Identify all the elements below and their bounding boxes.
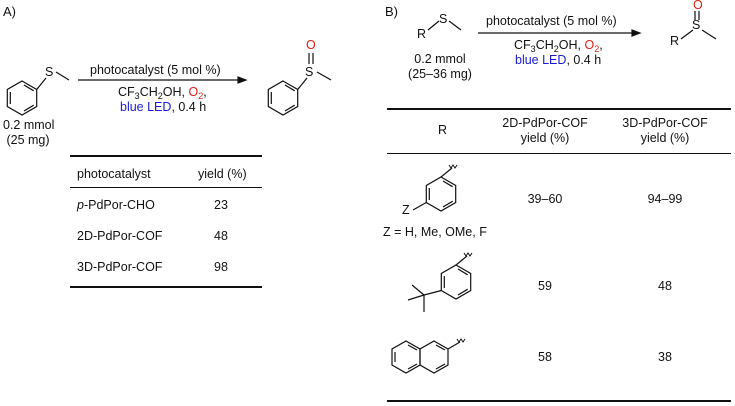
light-time-condition-a: blue LED, 0.4 h bbox=[120, 100, 207, 114]
sulfur-atom-label-a-product: S bbox=[305, 65, 314, 79]
table-b-header-3d: 3D-PdPor-COF bbox=[622, 116, 708, 130]
oxygen-atom-label-a-product: O bbox=[306, 38, 316, 52]
solvent-oxidant-condition-a: CF3CH2OH, O2, bbox=[118, 85, 207, 101]
catalyst-condition-b: photocatalyst (5 mol %) bbox=[486, 14, 617, 28]
table-b-mid-rule bbox=[387, 153, 731, 154]
table-b-header-3d-unit: yield (%) bbox=[640, 131, 690, 145]
table-a-row-yield: 98 bbox=[214, 260, 228, 274]
table-b-row-yield-2d: 59 bbox=[538, 279, 552, 293]
sulfur-atom-label-a: S bbox=[45, 65, 54, 79]
methyl-phenyl-sulfoxide-structure bbox=[267, 53, 332, 116]
reactant-a-amount: 0.2 mmol bbox=[3, 118, 55, 132]
thioanisole-structure bbox=[6, 71, 70, 116]
table-b-top-rule bbox=[387, 108, 731, 110]
tert-butyl-phenyl-structure bbox=[407, 252, 473, 312]
table-b-row-yield-3d: 94–99 bbox=[647, 192, 683, 206]
catalyst-condition-a: photocatalyst (5 mol %) bbox=[90, 63, 221, 77]
table-a-row-yield: 48 bbox=[214, 229, 228, 243]
table-b-bottom-rule bbox=[387, 400, 731, 402]
sulfur-atom-label-b: S bbox=[439, 12, 448, 26]
table-a-header-catalyst: photocatalyst bbox=[77, 167, 151, 181]
table-a-mid-rule bbox=[70, 187, 262, 188]
table-a-top-rule bbox=[70, 155, 262, 157]
table-a-bottom-rule bbox=[70, 286, 262, 288]
table-b-row-yield-2d: 58 bbox=[538, 350, 552, 364]
reactant-a-mass: (25 mg) bbox=[6, 133, 50, 147]
table-b-row-yield-3d: 38 bbox=[658, 350, 672, 364]
panel-a-label: A) bbox=[3, 4, 16, 19]
table-a-row-yield: 23 bbox=[214, 198, 228, 212]
alkyl-methyl-sulfoxide-structure bbox=[680, 11, 717, 40]
naphthyl-structure bbox=[391, 338, 466, 374]
sulfur-atom-label-b-product: S bbox=[692, 18, 701, 32]
reaction-arrow-b bbox=[478, 29, 642, 37]
table-b-row-yield-2d: 39–60 bbox=[527, 192, 563, 206]
panel-b-label: B) bbox=[385, 4, 398, 19]
table-a-row-catalyst: 2D-PdPor-COF bbox=[77, 229, 163, 243]
table-b-header-2d: 2D-PdPor-COF bbox=[502, 116, 588, 130]
solvent-oxidant-condition-b: CF3CH2OH, O2, bbox=[514, 38, 603, 54]
oxygen-atom-label-b-product: O bbox=[693, 0, 703, 12]
z-group-label: Z bbox=[402, 203, 410, 217]
reactant-b-amount: 0.2 mmol bbox=[414, 52, 466, 66]
table-a-header-yield: yield (%) bbox=[198, 167, 247, 181]
reaction-arrow-a bbox=[78, 76, 248, 84]
para-z-phenyl-structure bbox=[412, 164, 458, 212]
r-group-label-reactant: R bbox=[417, 27, 427, 41]
light-time-condition-b: blue LED, 0.4 h bbox=[515, 53, 602, 67]
table-a-row-catalyst: p-PdPor-CHO bbox=[77, 198, 155, 212]
reactant-b-mass: (25–36 mg) bbox=[408, 67, 472, 81]
alkyl-methyl-sulfide-structure bbox=[427, 20, 462, 31]
table-b-header-2d-unit: yield (%) bbox=[520, 131, 570, 145]
table-a-row-catalyst: 3D-PdPor-COF bbox=[77, 260, 163, 274]
table-b-header-r: R bbox=[438, 123, 448, 137]
table-b-row-yield-3d: 48 bbox=[658, 279, 672, 293]
r-group-label-product: R bbox=[670, 34, 680, 48]
substituent-note: Z = H, Me, OMe, F bbox=[383, 225, 487, 239]
